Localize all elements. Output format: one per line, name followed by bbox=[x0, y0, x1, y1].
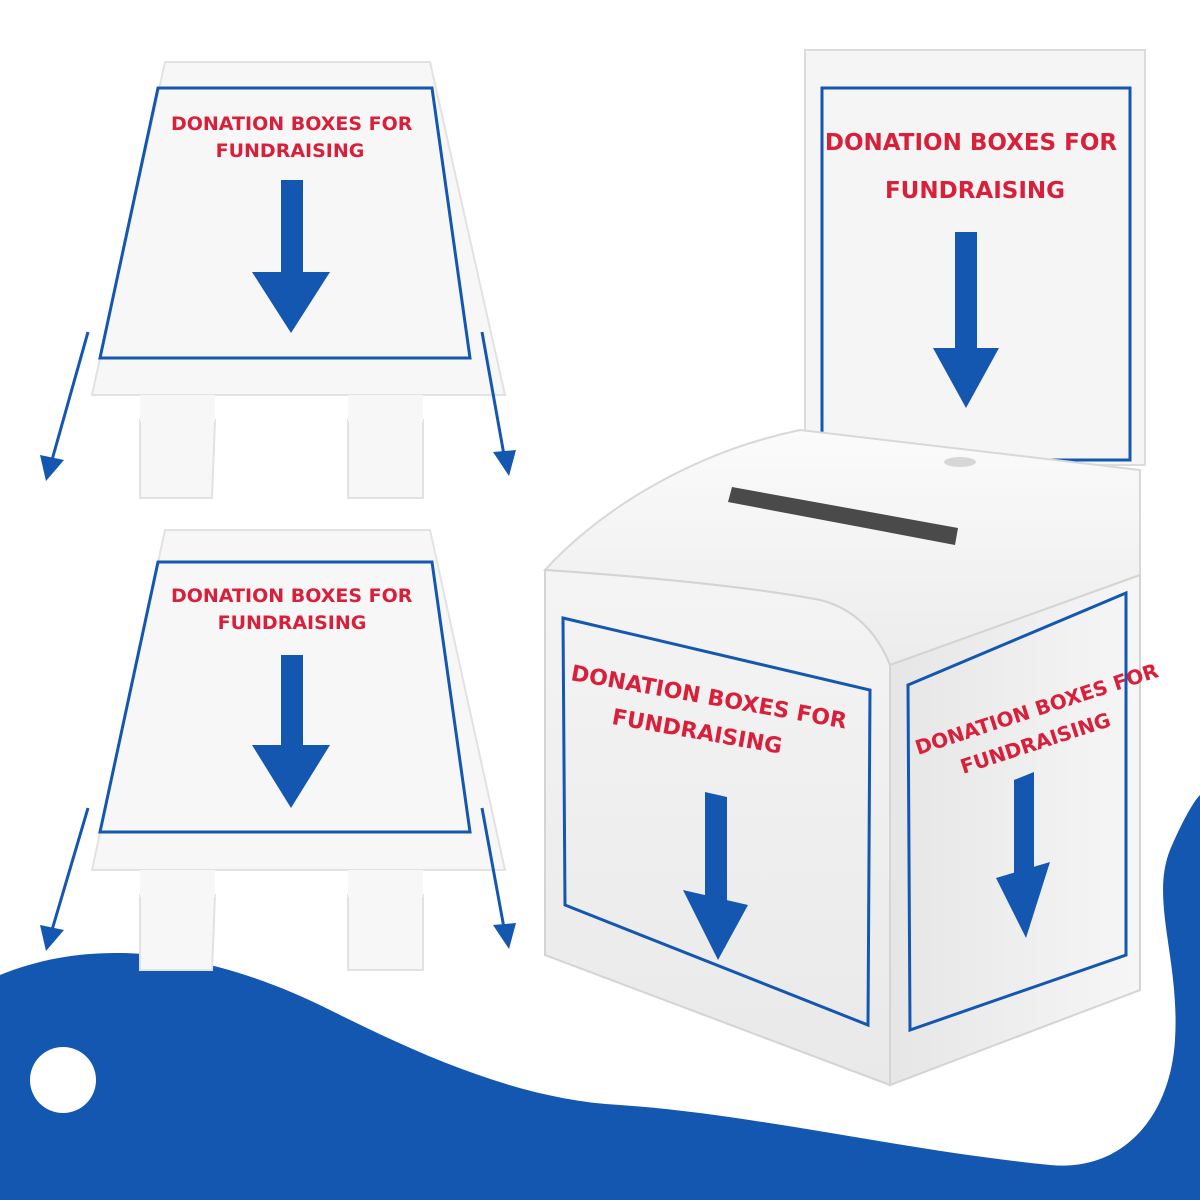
down-arrow-icon bbox=[252, 180, 330, 333]
sign-line-1: DONATION BOXES FOR bbox=[171, 113, 413, 135]
coin-slot bbox=[728, 487, 958, 545]
svg-text:DONATION BOXES FOR FUNDR: DONATION BOXES FOR FUNDRAISING bbox=[171, 113, 419, 162]
background-wave bbox=[0, 795, 1200, 1200]
down-arrow-icon bbox=[933, 232, 999, 408]
header-sign: DONATION BOXES FOR FUNDRAISING bbox=[804, 49, 1146, 466]
diagonal-arrow-icon bbox=[40, 331, 90, 481]
flat-sign-panel-top: DONATION BOXES FOR FUNDRAISING bbox=[40, 61, 516, 499]
svg-text:DONATION BOXES FOR FUN: DONATION BOXES FOR FUNDRAISING bbox=[825, 130, 1125, 204]
wave-dot-icon bbox=[30, 1047, 96, 1113]
sign-line-1: DONATION BOXES FOR bbox=[171, 585, 413, 607]
lid-tab bbox=[944, 457, 976, 467]
down-arrow-icon bbox=[996, 772, 1050, 938]
sign-line-1: DONATION BOXES FOR bbox=[825, 130, 1118, 156]
sign-line-2: FUNDRAISING bbox=[216, 140, 365, 162]
sign-line-2: FUNDRAISING bbox=[885, 178, 1065, 204]
diagonal-arrow-icon bbox=[40, 807, 90, 951]
diagonal-arrow-icon bbox=[480, 331, 516, 476]
sign-line-2: FUNDRAISING bbox=[218, 612, 367, 634]
down-arrow-icon bbox=[683, 792, 748, 960]
flat-sign-panel-bottom: DONATION BOXES FOR FUNDRAISING bbox=[40, 529, 516, 971]
donation-box: DONATION BOXES FOR FUNDRAISING DONATION … bbox=[542, 49, 1161, 1087]
sign-border bbox=[98, 86, 472, 360]
sign-border bbox=[561, 616, 872, 1028]
diagonal-arrow-icon bbox=[480, 807, 516, 949]
svg-text:DONATION BOXES FOR FUNDR: DONATION BOXES FOR FUNDRAISING bbox=[171, 585, 419, 634]
down-arrow-icon bbox=[252, 655, 330, 808]
sign-border bbox=[906, 590, 1128, 1033]
sign-border bbox=[98, 560, 472, 834]
